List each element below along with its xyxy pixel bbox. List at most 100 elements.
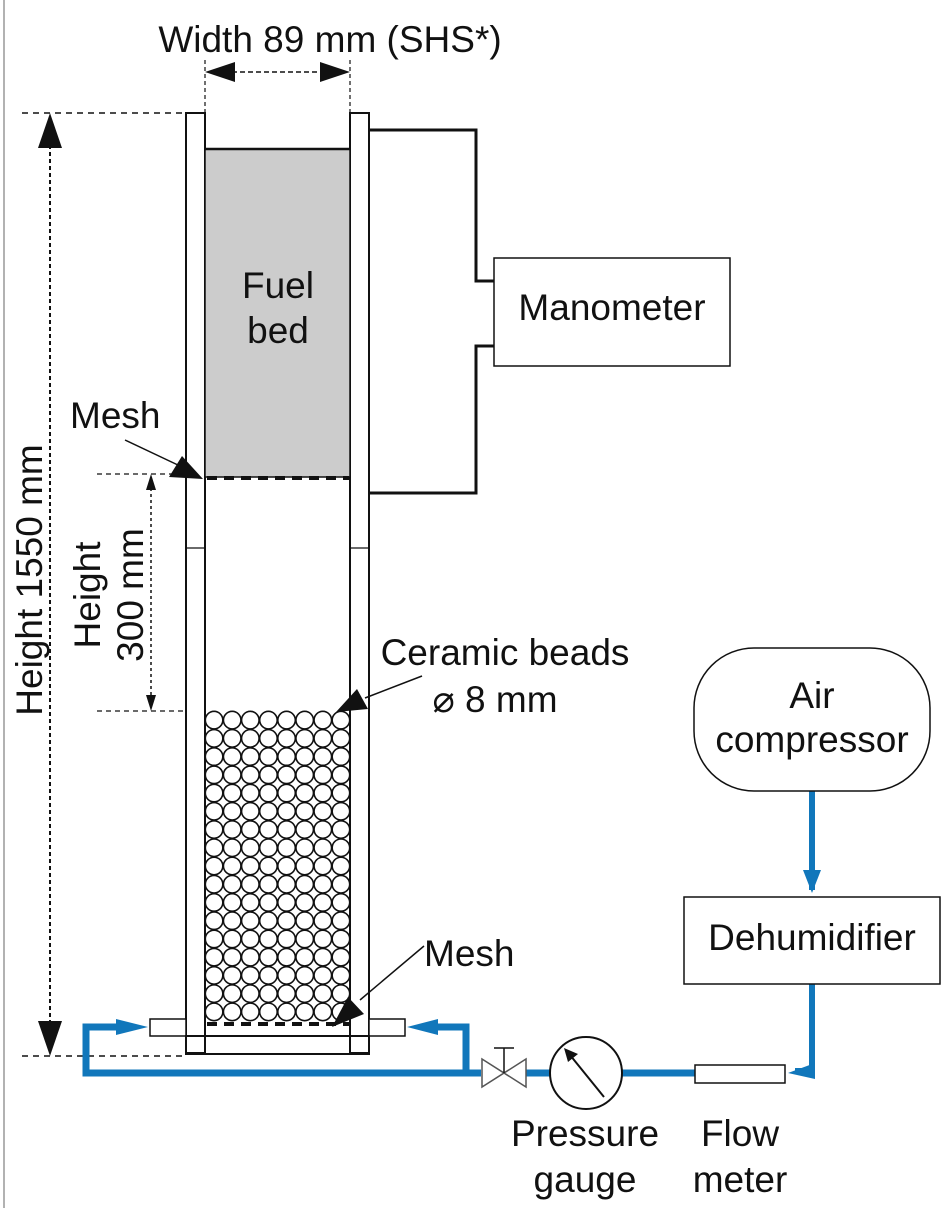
ceramic-bead — [295, 856, 315, 876]
ceramic-bead — [313, 929, 333, 949]
ceramic-beads-label-2: ⌀ 8 mm — [432, 679, 557, 720]
ceramic-bead — [240, 765, 260, 785]
ceramic-bead — [295, 929, 315, 949]
ceramic-bead — [276, 710, 297, 730]
air-line — [82, 790, 821, 1079]
ceramic-bead — [276, 728, 297, 748]
ceramic-bead — [258, 819, 278, 840]
ceramic-bead — [313, 965, 333, 985]
ceramic-bead — [295, 1002, 315, 1022]
column-wall-left — [185, 112, 206, 1054]
ceramic-bead — [258, 783, 278, 803]
dehumidifier-box — [683, 896, 941, 985]
ceramic-bead — [276, 947, 297, 967]
air-pipe-right-branch — [435, 1023, 470, 1073]
air-arrow-left-inlet-icon — [407, 1019, 438, 1035]
ceramic-bead — [313, 984, 333, 1004]
ceramic-bead — [258, 984, 278, 1004]
ceramic-bead — [204, 747, 224, 767]
ceramic-bead — [240, 710, 260, 730]
ceramic-bead — [276, 1002, 297, 1022]
ceramic-bead — [331, 874, 351, 894]
ceramic-bead — [204, 947, 224, 967]
ceramic-bead — [240, 728, 260, 748]
ceramic-bead — [276, 819, 297, 840]
ceramic-bead — [258, 801, 278, 821]
flow-meter-label-1: Flow — [701, 1113, 779, 1154]
ceramic-bead — [240, 856, 260, 876]
ceramic-bead — [204, 965, 224, 985]
ceramic-bead — [295, 747, 315, 767]
h300-label-2: 300 mm — [110, 528, 151, 662]
h300-arrow-down-icon — [146, 695, 156, 711]
mesh-bottom-label: Mesh — [424, 933, 514, 974]
ceramic-bead — [222, 929, 242, 949]
ceramic-bead — [276, 929, 297, 949]
ceramic-bead — [204, 911, 224, 931]
pressure-gauge-label-2: gauge — [534, 1159, 637, 1200]
ceramic-bead — [295, 710, 315, 730]
column-wall-right — [349, 112, 370, 1054]
ceramic-bead — [204, 892, 224, 913]
ceramic-bead — [331, 929, 351, 949]
height-arrow-down-icon — [38, 1021, 62, 1056]
ceramic-bead — [331, 747, 351, 767]
ceramic-bead — [313, 874, 333, 894]
ceramic-bead — [331, 838, 351, 858]
ceramic-bead — [222, 965, 242, 985]
mesh-top-pointer — [124, 439, 181, 467]
mesh-bottom-pointer — [359, 945, 425, 1001]
ceramic-bead — [331, 819, 351, 840]
air-arrow-down-icon — [803, 870, 821, 893]
ceramic-bead — [295, 819, 315, 840]
ceramic-bead — [295, 965, 315, 985]
ceramic-bead — [331, 783, 351, 803]
ceramic-bead — [222, 892, 242, 913]
ceramic-beads-arrow-icon — [336, 689, 368, 712]
ceramic-bead — [240, 874, 260, 894]
ceramic-bead — [295, 728, 315, 748]
ceramic-bead — [331, 765, 351, 785]
ceramic-bead — [295, 838, 315, 858]
ceramic-bead — [313, 783, 333, 803]
ceramic-bead — [204, 929, 224, 949]
ceramic-bead — [204, 765, 224, 785]
ceramic-bead — [276, 892, 297, 913]
fuel-bed-label-2: bed — [247, 310, 309, 351]
h300-arrow-up-icon — [146, 474, 156, 490]
pressure-gauge-icon — [549, 1036, 623, 1110]
ceramic-bead — [258, 911, 278, 931]
dehumidifier-label: Dehumidifier — [708, 917, 916, 958]
ceramic-bead — [222, 765, 242, 785]
ceramic-bead — [222, 1002, 242, 1022]
flow-meter — [694, 1064, 786, 1084]
ceramic-bead — [313, 765, 333, 785]
ceramic-bead — [204, 728, 224, 748]
flow-meter-label-2: meter — [693, 1159, 788, 1200]
ceramic-bead — [258, 765, 278, 785]
ceramic-bead — [295, 765, 315, 785]
base-plate — [185, 1035, 370, 1055]
ceramic-bead — [222, 728, 242, 748]
ceramic-beads — [204, 710, 351, 1022]
ceramic-bead — [276, 783, 297, 803]
ceramic-bead — [258, 1002, 278, 1022]
ceramic-bead — [240, 911, 260, 931]
mesh-top-arrow-icon — [169, 456, 203, 479]
ceramic-bead — [204, 874, 224, 894]
ceramic-bead — [258, 929, 278, 949]
ceramic-bead — [313, 819, 333, 840]
ceramic-bead — [295, 874, 315, 894]
ceramic-bead — [204, 710, 224, 730]
ceramic-bead — [313, 947, 333, 967]
ceramic-bead — [331, 710, 351, 730]
ceramic-bead — [222, 819, 242, 840]
ceramic-bead — [222, 856, 242, 876]
h300-label-1: Height — [67, 541, 108, 649]
ceramic-bead — [331, 856, 351, 876]
ceramic-bead — [240, 747, 260, 767]
ceramic-beads-label-1: Ceramic beads — [381, 632, 630, 673]
ceramic-bead — [240, 965, 260, 985]
manometer-tube-bottom — [369, 344, 494, 495]
ceramic-bead — [240, 892, 260, 913]
